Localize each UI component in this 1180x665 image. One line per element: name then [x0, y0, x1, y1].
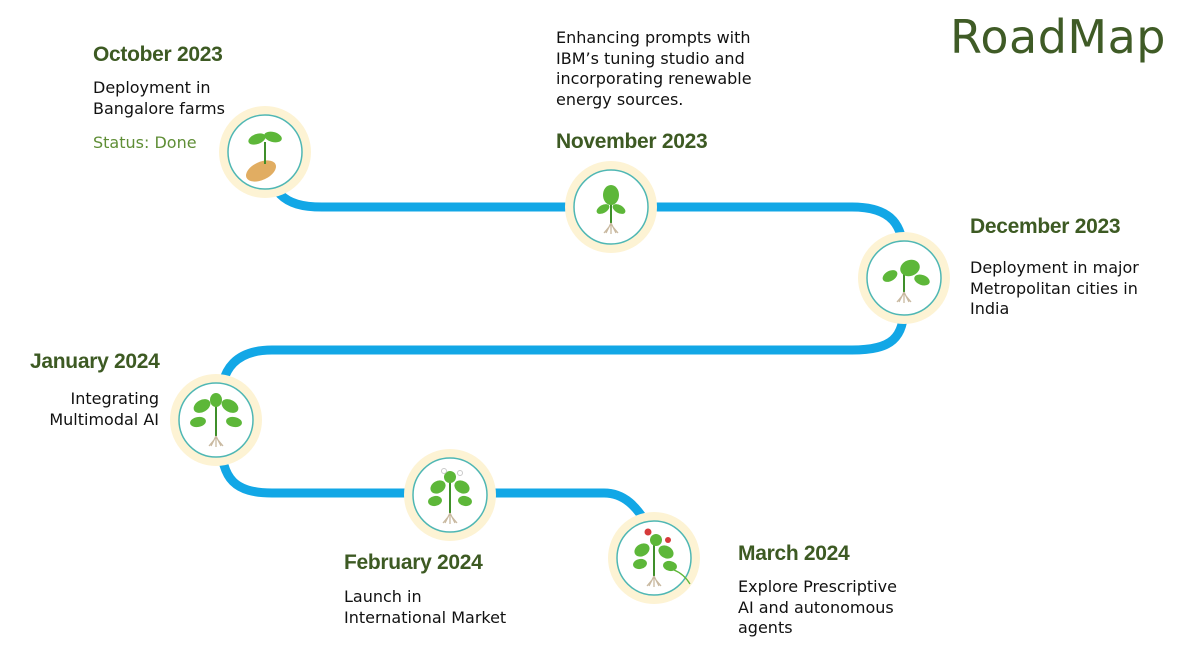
leaf-shape	[650, 534, 662, 546]
leaf-shape	[634, 543, 650, 557]
leaf-shape	[190, 416, 206, 428]
milestone-date-february-2024: February 2024	[344, 551, 483, 574]
milestone-node-october-2023	[219, 106, 311, 198]
milestone-node-november-2023	[565, 161, 657, 253]
flower-shape	[441, 468, 447, 474]
flowering-plant-icon	[428, 468, 472, 524]
leaf-shape	[603, 185, 619, 205]
milestone-description-october-2023: Deployment in Bangalore farms	[93, 78, 225, 118]
milestone-description-january-2024: Integrating Multimodal AI	[49, 389, 159, 429]
leaf-shape	[221, 399, 239, 413]
milestone-node-december-2023	[858, 232, 950, 324]
leaf-shape	[612, 204, 626, 214]
seed-shape	[246, 160, 276, 182]
seedling-icon	[596, 185, 626, 234]
roots-shape	[603, 222, 619, 234]
milestone-date-january-2024: January 2024	[30, 350, 160, 373]
leaf-shape	[882, 270, 898, 282]
strawberry-shape	[644, 528, 652, 536]
page-title: RoadMap	[949, 10, 1166, 64]
leaf-shape	[900, 259, 920, 277]
leaf-shape	[444, 471, 456, 483]
milestone-description-february-2024: Launch in International Market	[344, 587, 507, 627]
young-plant-icon	[882, 259, 930, 303]
milestone-date-november-2023: November 2023	[556, 130, 708, 153]
flower-shape	[457, 470, 463, 476]
roots-shape	[442, 512, 458, 524]
leaf-shape	[430, 480, 446, 494]
leaf-shape	[428, 495, 442, 507]
leaf-shape	[458, 495, 472, 507]
strawberry-shape	[665, 537, 671, 543]
seed-sprout-icon	[246, 131, 282, 182]
fruiting-plant-icon	[633, 528, 691, 587]
milestone-node-february-2024	[404, 449, 496, 541]
leaf-shape	[226, 416, 242, 428]
milestone-date-october-2023: October 2023	[93, 43, 223, 66]
leaf-shape	[658, 545, 674, 559]
milestone-node-march-2024	[608, 512, 700, 604]
roots-shape	[646, 575, 662, 587]
timeline-path	[216, 147, 909, 535]
roots-shape	[896, 291, 912, 303]
leaf-shape	[454, 480, 470, 494]
leaf-shape	[914, 274, 930, 286]
milestone-date-march-2024: March 2024	[738, 542, 850, 565]
milestone-description-march-2024: Explore Prescriptive AI and autonomous a…	[738, 577, 897, 637]
milestone-description-december-2023: Deployment in major Metropolitan cities …	[970, 258, 1139, 318]
status-badge: Status: Done	[93, 133, 197, 152]
roots-shape	[208, 435, 224, 447]
milestone-description-november-2023: Enhancing prompts with IBM’s tuning stud…	[556, 28, 752, 109]
leaf-shape	[663, 560, 677, 572]
leaf-shape	[210, 393, 222, 407]
leaf-shape	[248, 133, 266, 145]
leaf-shape	[596, 204, 610, 214]
leaf-shape	[193, 399, 211, 413]
milestone-node-january-2024	[170, 374, 262, 466]
leaf-shape	[264, 131, 282, 143]
runner-shape	[673, 569, 691, 585]
milestone-date-december-2023: December 2023	[970, 215, 1121, 238]
leafy-plant-icon	[190, 393, 242, 447]
leaf-shape	[633, 558, 647, 570]
